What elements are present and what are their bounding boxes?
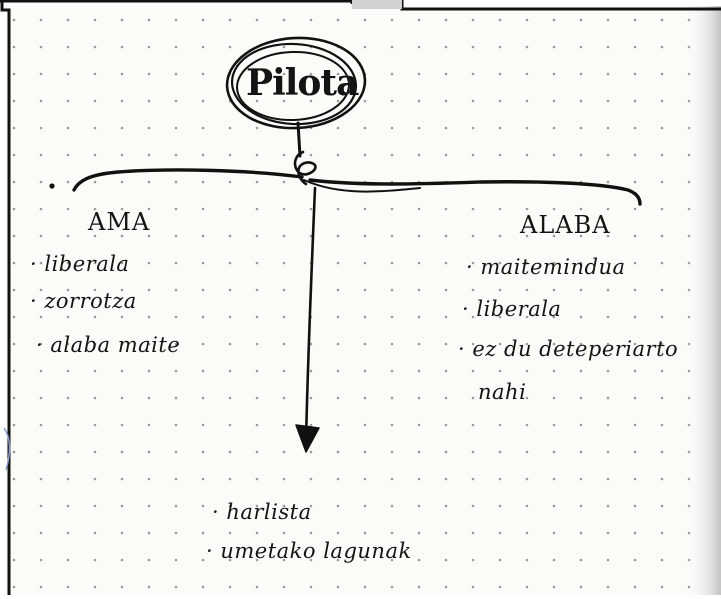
frame-top-left: [0, 0, 354, 4]
branch-line-right: [308, 178, 642, 206]
right-item-1: · maitemindua: [466, 255, 626, 279]
branch-left-dot: [49, 183, 55, 189]
blue-ink-mark: [3, 427, 11, 471]
branch-line-left: [72, 168, 304, 192]
frame-top-right: [400, 0, 721, 11]
dot-grid: [10, 12, 710, 595]
frame-tab-shadow: [352, 0, 402, 9]
left-branch-heading: AMA: [88, 208, 151, 236]
right-item-3: · ez du deteperiarto: [458, 337, 679, 361]
title-ellipse-inner: [236, 50, 350, 122]
center-title: Pilota: [246, 62, 359, 104]
bottom-item-2: · umetako lagunak: [206, 539, 412, 563]
bottom-item-1: · harlista: [212, 500, 312, 524]
right-item-2: · liberala: [462, 297, 562, 321]
title-stem: [296, 121, 302, 158]
vertical-arrow-line: [304, 186, 317, 444]
right-item-4: nahi: [478, 380, 527, 404]
left-item-3: · alaba maite: [36, 333, 181, 357]
left-item-2: · zorrotza: [30, 289, 137, 313]
title-ellipse-middle: [230, 42, 358, 126]
page-edge-shadow: [686, 6, 721, 595]
vertical-arrow-head: [295, 424, 320, 453]
left-item-1: · liberala: [30, 252, 130, 276]
branch-line-arc: [303, 179, 421, 193]
right-branch-heading: ALABA: [520, 211, 611, 239]
frame-left: [0, 0, 11, 595]
